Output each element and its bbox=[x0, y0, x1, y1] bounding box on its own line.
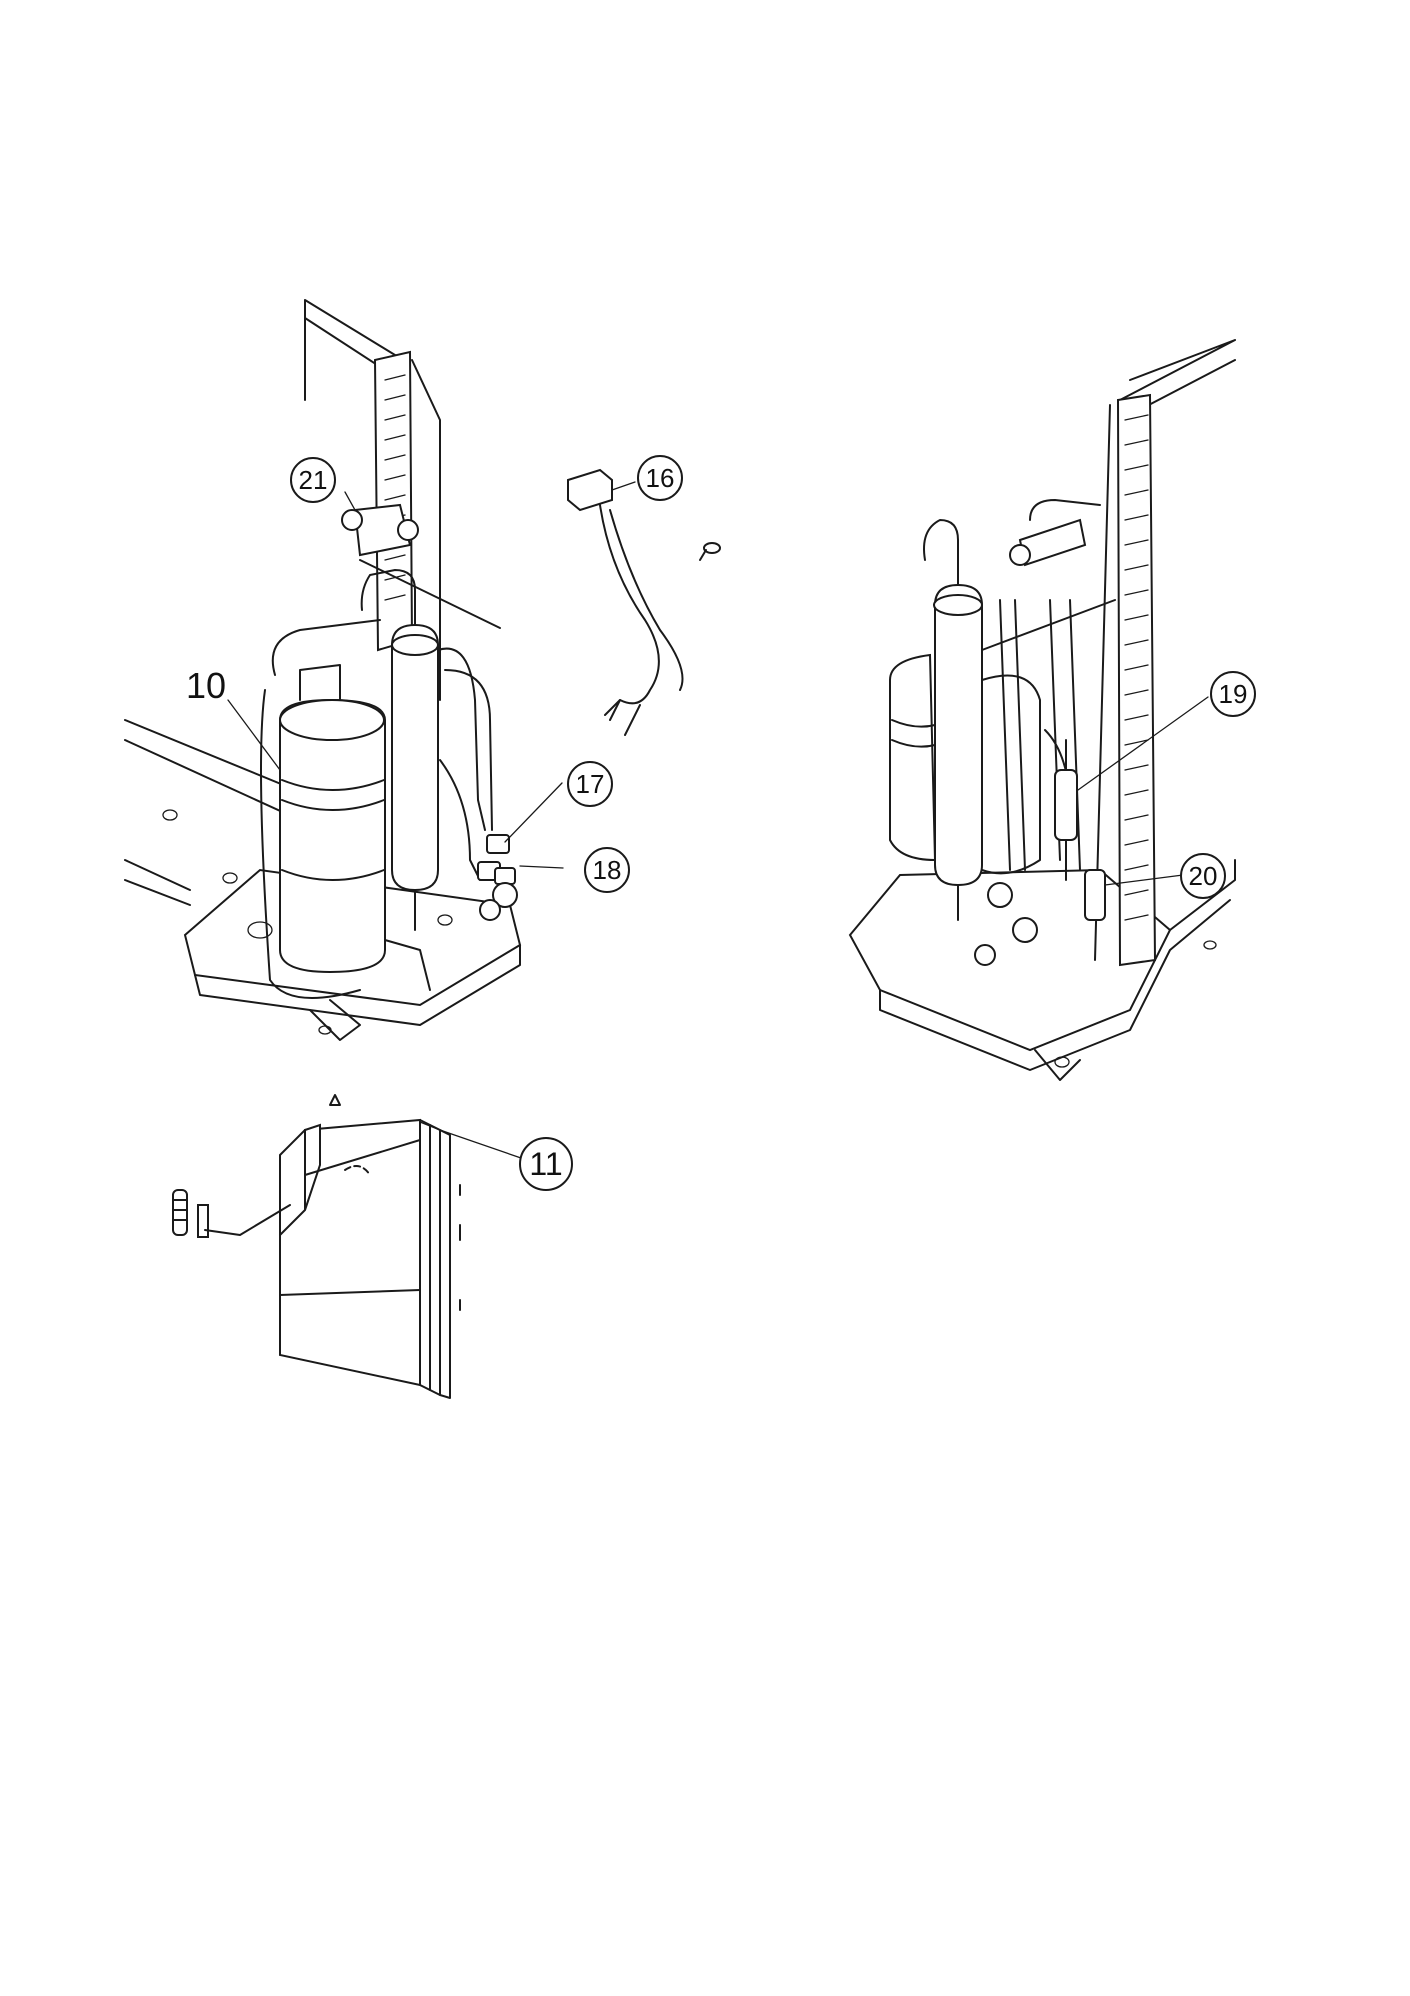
service-valves-17-18 bbox=[477, 834, 518, 921]
leader-lines bbox=[227, 481, 1209, 1159]
callout-18-label: 18 bbox=[593, 855, 622, 885]
callout-16-label: 16 bbox=[646, 463, 675, 493]
callout-17: 17 bbox=[567, 761, 613, 807]
panel-clip bbox=[172, 1189, 291, 1238]
callout-11-label: 11 bbox=[529, 1146, 562, 1182]
compressor-10 bbox=[260, 619, 386, 999]
callout-20: 20 bbox=[1180, 853, 1226, 899]
callout-19: 19 bbox=[1210, 671, 1256, 717]
callout-11: 11 bbox=[519, 1137, 573, 1191]
callout-21: 21 bbox=[290, 457, 336, 503]
right-assembly-view bbox=[848, 339, 1236, 1081]
callout-20-label: 20 bbox=[1189, 861, 1218, 891]
screw bbox=[699, 542, 721, 561]
callout-16: 16 bbox=[637, 455, 683, 501]
callout-17-label: 17 bbox=[576, 769, 605, 799]
filter-20 bbox=[1084, 869, 1106, 921]
insulation-panel-11 bbox=[172, 1094, 461, 1399]
right-valve bbox=[1009, 518, 1087, 567]
callout-10-label: 10 bbox=[186, 665, 226, 706]
callout-10: 10 bbox=[186, 665, 226, 706]
accumulator bbox=[360, 569, 439, 931]
right-service-valves bbox=[974, 882, 1038, 966]
callout-18: 18 bbox=[584, 847, 630, 893]
right-compressor bbox=[889, 653, 1041, 875]
four-way-valve-21 bbox=[341, 503, 419, 557]
right-condenser-coil bbox=[1094, 393, 1157, 967]
callout-19-label: 19 bbox=[1219, 679, 1248, 709]
expansion-valve-19 bbox=[1054, 739, 1078, 881]
sensor-16 bbox=[567, 468, 721, 736]
right-accumulator bbox=[923, 519, 983, 921]
left-assembly-view bbox=[124, 299, 522, 1041]
left-piping bbox=[359, 559, 501, 991]
callout-21-label: 21 bbox=[299, 465, 328, 495]
